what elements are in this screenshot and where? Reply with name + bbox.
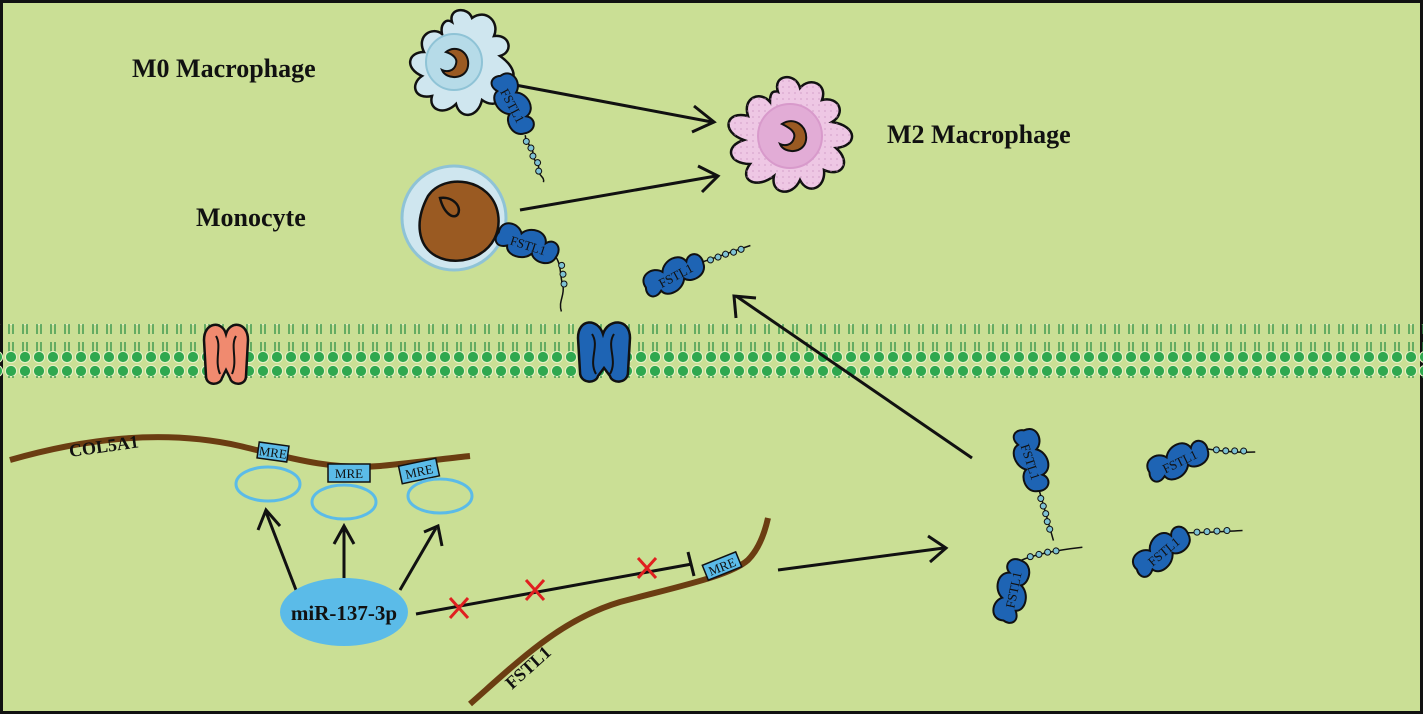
blue-receptor: [576, 321, 632, 383]
arrow-translation: [777, 534, 949, 572]
cross-mark: [636, 556, 658, 580]
arrow-secretion: [732, 294, 973, 460]
fstl1-protein: FSTL1: [642, 244, 751, 298]
fstl1-protein-label: FSTL1: [1002, 570, 1024, 609]
arrow-monocyte-to-m2: [519, 164, 721, 212]
m2-macrophage-label: M2 Macrophage: [887, 120, 1071, 149]
mre-label: MRE: [258, 443, 288, 462]
monocyte-cell: [400, 164, 508, 272]
cross-mark: [524, 578, 546, 602]
m0-macrophage-cell: [409, 9, 515, 116]
mre-site: MRE: [234, 441, 302, 503]
m2-macrophage-cell: [727, 76, 854, 193]
mre-label: MRE: [335, 466, 363, 481]
monocyte-label: Monocyte: [196, 203, 306, 232]
fstl1-protein: FSTL1: [992, 546, 1083, 624]
mre-site: MRE: [310, 463, 378, 521]
m0-macrophage-label: M0 Macrophage: [132, 54, 316, 83]
fstl1-protein: FSTL1: [490, 72, 545, 183]
fstl1-protein: FSTL1: [494, 222, 568, 312]
mirna-molecule: miR-137-3p: [280, 578, 408, 646]
cross-mark: [448, 596, 470, 620]
mre-label: MRE: [404, 461, 435, 482]
mirna-binding-arrows: [256, 507, 444, 591]
arrow-m0-to-m2: [509, 82, 717, 134]
fstl1-mrna: [468, 517, 771, 707]
mre-site: MRE: [397, 457, 474, 515]
orange-receptor: [202, 323, 250, 385]
mirna-label: miR-137-3p: [291, 601, 397, 625]
